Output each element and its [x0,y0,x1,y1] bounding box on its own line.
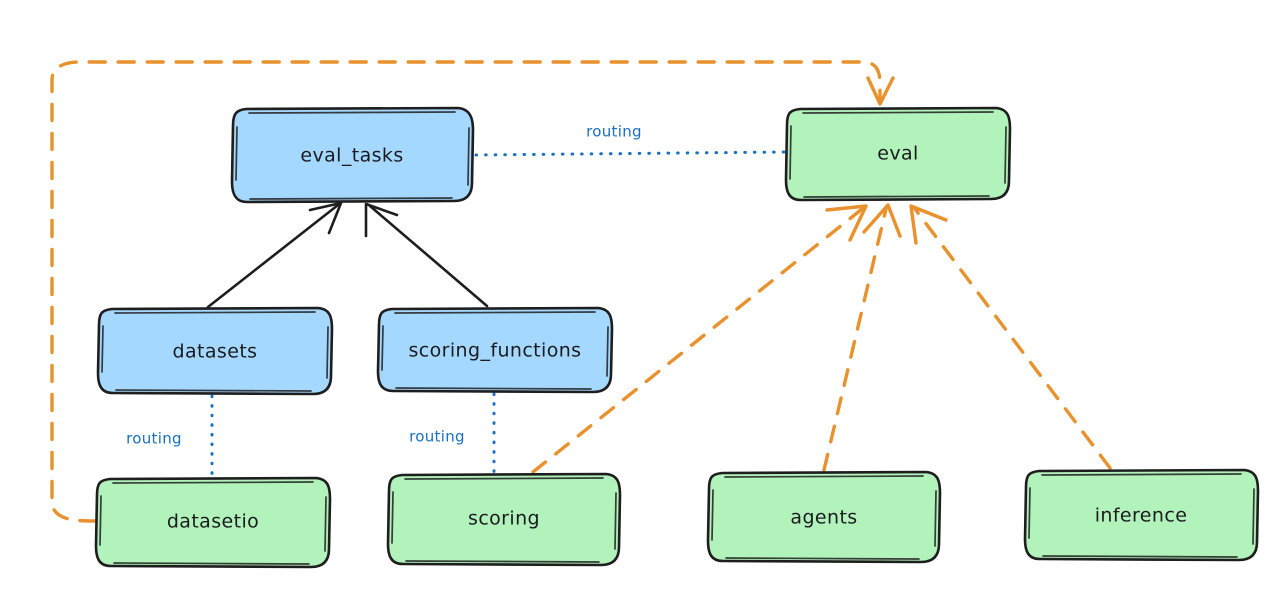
edge-label-routing-datasets: routing [108,425,203,451]
node-label-scoring-functions: scoring_functions [409,340,582,362]
edge-label-text: routing [126,430,182,448]
edge-inference-eval[interactable] [909,204,1112,470]
edge-label-text: routing [586,123,642,141]
edge-scoring-functions-eval-tasks[interactable] [364,202,489,308]
node-datasets[interactable]: datasets [96,306,334,396]
node-scoring-functions[interactable]: scoring_functions [376,306,614,394]
node-scoring[interactable]: scoring [386,472,622,567]
node-label-inference: inference [1095,505,1188,527]
node-label-eval-tasks: eval_tasks [300,145,403,167]
edge-datasetio-eval[interactable] [50,60,895,523]
edge-scoring-eval[interactable] [531,204,868,474]
edge-agents-eval[interactable] [822,203,902,472]
node-inference[interactable]: inference [1023,468,1260,562]
node-label-agents: agents [790,507,857,529]
node-label-scoring: scoring [468,508,540,530]
node-label-datasets: datasets [173,341,258,363]
node-label-eval: eval [877,143,918,165]
node-eval-tasks[interactable]: eval_tasks [230,106,475,204]
edge-label-routing-top: routing [565,118,660,144]
edge-label-text: routing [409,428,465,446]
node-label-datasetio: datasetio [167,511,259,533]
edge-label-routing-scoring-functions: routing [391,423,486,449]
node-datasetio[interactable]: datasetio [94,476,332,569]
edge-datasets-eval-tasks[interactable] [206,201,343,309]
node-eval[interactable]: eval [784,106,1012,202]
edge-eval-tasks-eval[interactable] [474,150,786,157]
node-agents[interactable]: agents [706,470,942,564]
